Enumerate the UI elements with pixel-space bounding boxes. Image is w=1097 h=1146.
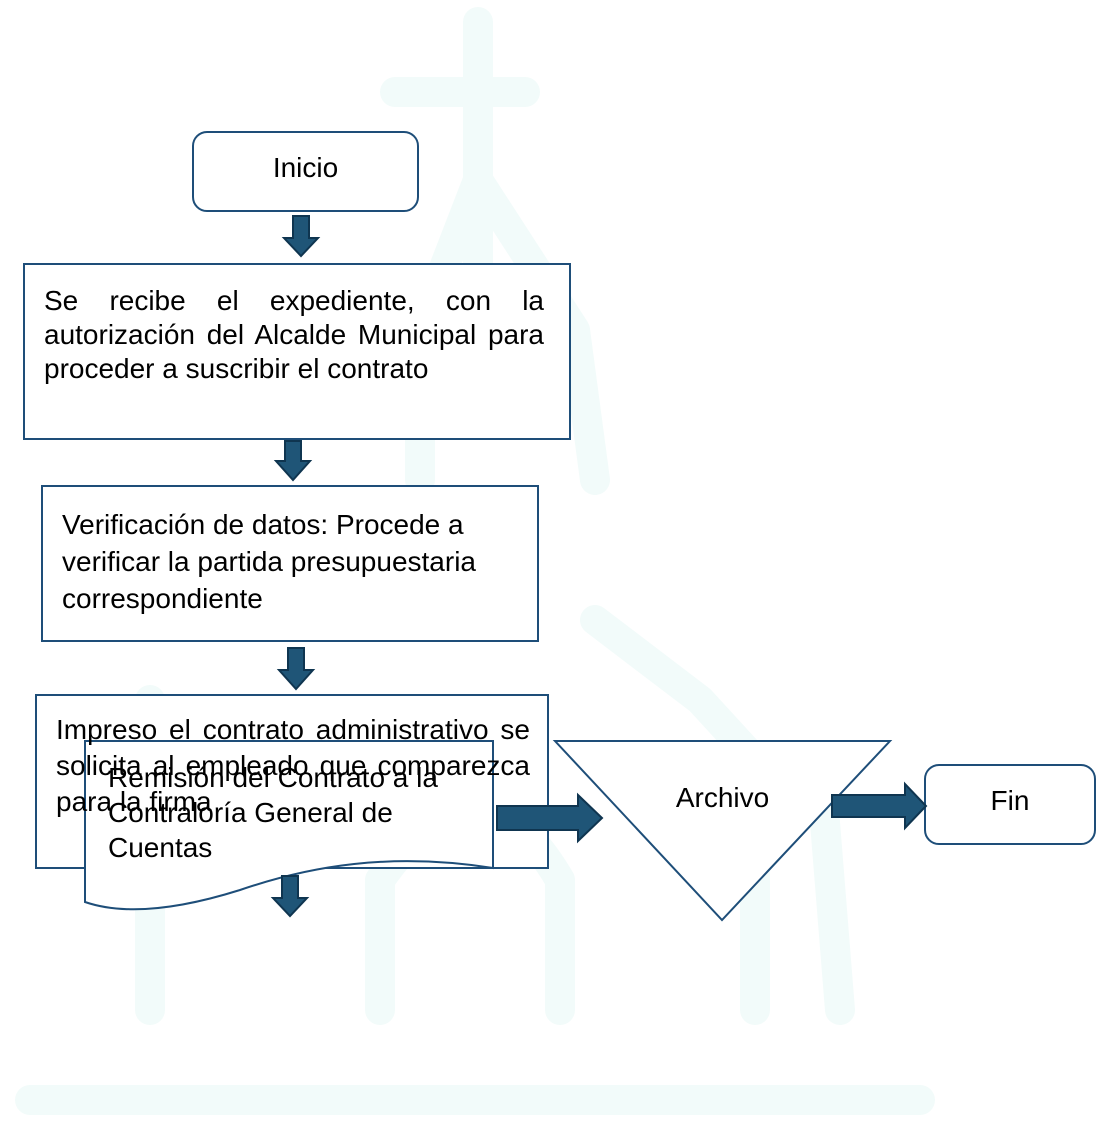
archive-triangle: [552, 740, 893, 922]
print-label: Impreso el contrato administrativo se so…: [56, 714, 530, 817]
down-arrow-icon: [276, 647, 316, 691]
end-label: Fin: [990, 785, 1030, 816]
right-arrow-icon: [831, 781, 928, 831]
remit-document: [84, 740, 494, 911]
down-arrow-icon: [273, 440, 313, 482]
start-label: Inicio: [272, 152, 339, 183]
start-terminal: [192, 131, 419, 212]
remit-label: Remisión del Contrato a la Contraloría G…: [108, 762, 438, 863]
verify-label: Verificación de datos: Procede a verific…: [62, 509, 476, 614]
verify-box: [41, 485, 539, 642]
receive-label: Se recibe el expediente, con la autoriza…: [44, 285, 544, 384]
receive-box: [23, 263, 571, 440]
right-arrow-icon: [496, 792, 604, 844]
archive-label: Archivo: [675, 782, 770, 813]
down-arrow-icon: [270, 875, 310, 918]
down-arrow-icon: [281, 215, 321, 258]
